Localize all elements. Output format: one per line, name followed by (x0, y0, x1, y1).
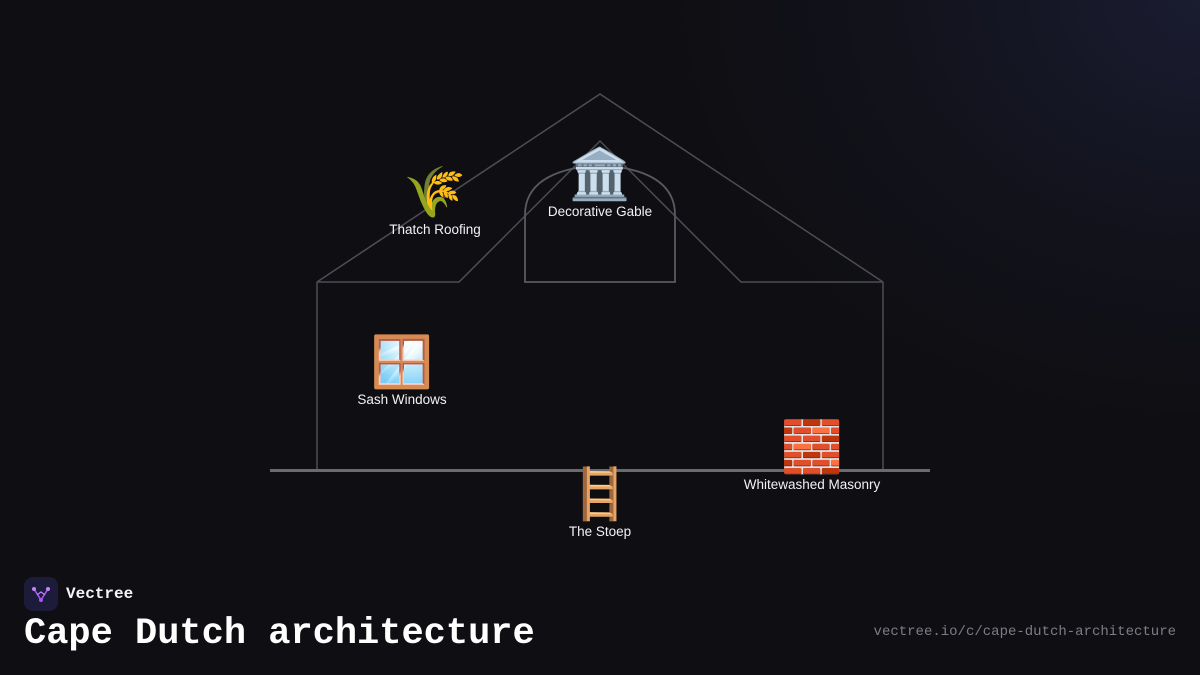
feature-sash-windows: 🪟 Sash Windows (357, 334, 446, 407)
classical-building-icon: 🏛️ (568, 145, 632, 203)
roof-outline (316, 93, 884, 283)
brand: Vectree (24, 577, 133, 611)
central-gable (524, 164, 676, 283)
feature-label: Thatch Roofing (389, 222, 481, 237)
feature-thatch-roofing: 🌾 Thatch Roofing (389, 164, 481, 237)
feature-label: The Stoep (568, 524, 632, 539)
feature-whitewashed-masonry: 🧱 Whitewashed Masonry (744, 419, 881, 492)
feature-the-stoep: 🪜 The Stoep (569, 466, 631, 539)
ladder-icon: 🪜 (568, 465, 632, 523)
brick-icon: 🧱 (780, 418, 844, 476)
feature-label: Whitewashed Masonry (743, 477, 881, 492)
source-url: vectree.io/c/cape-dutch-architecture (873, 624, 1176, 640)
vectree-logo-icon (24, 577, 58, 611)
feature-label: Sash Windows (357, 392, 447, 407)
feature-decorative-gable: 🏛️ Decorative Gable (548, 146, 652, 219)
feature-label: Decorative Gable (547, 204, 653, 219)
sheaf-of-rice-icon: 🌾 (403, 163, 467, 221)
eave-line (317, 139, 883, 283)
brand-name: Vectree (66, 585, 134, 603)
window-icon: 🪟 (370, 333, 434, 391)
page-title: Cape Dutch architecture (24, 613, 535, 655)
